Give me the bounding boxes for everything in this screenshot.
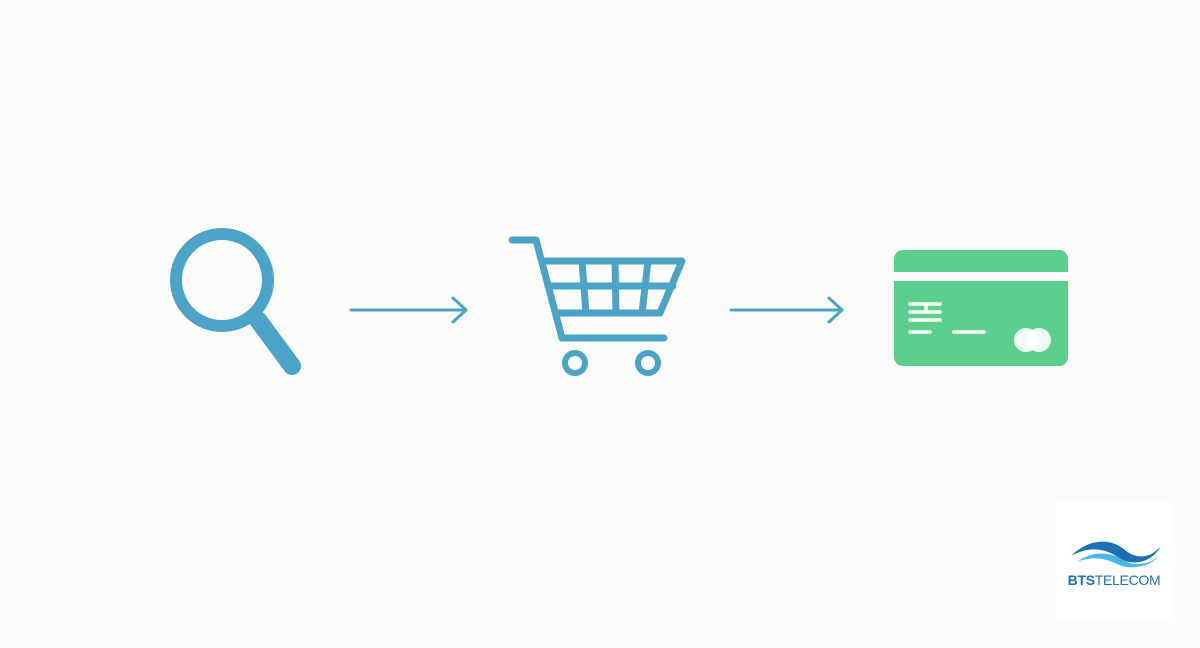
logo-wave-icon bbox=[1071, 541, 1161, 568]
arrow-right-icon bbox=[349, 296, 468, 324]
arrow-right-icon bbox=[729, 296, 844, 324]
bts-telecom-logo: BTSTELECOM bbox=[1055, 502, 1173, 622]
search-icon bbox=[170, 228, 301, 375]
credit-card-icon bbox=[894, 250, 1068, 366]
logo-brand-bold: BTS bbox=[1067, 572, 1095, 588]
shopping-cart-icon bbox=[508, 236, 686, 376]
logo-brand-light: TELECOM bbox=[1094, 572, 1161, 588]
logo-wordmark: BTSTELECOM bbox=[1055, 572, 1173, 588]
